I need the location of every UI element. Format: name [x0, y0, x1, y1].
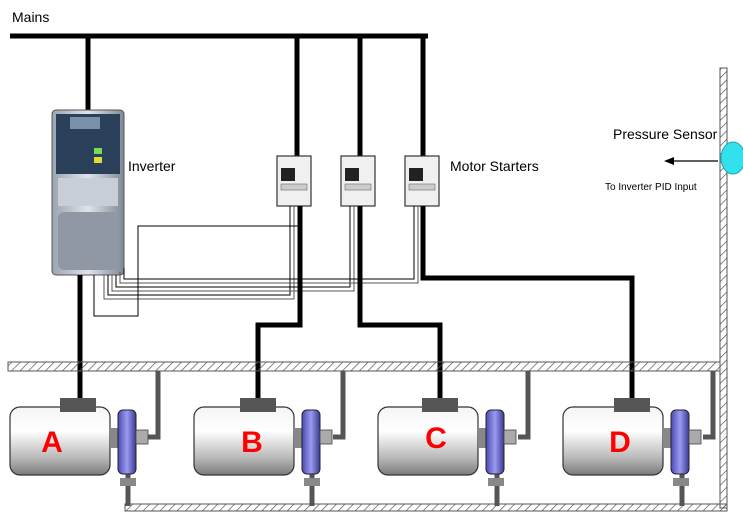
- discharge-a: [148, 371, 161, 440]
- discharge-d: [703, 371, 716, 440]
- pipe-header: [7, 361, 721, 372]
- motor-a-letter: A: [41, 426, 63, 459]
- motor-b-letter: B: [241, 426, 263, 459]
- motor-d: D: [562, 398, 702, 486]
- pid-arrow-head: [664, 157, 674, 165]
- motor-starter-3: [404, 155, 440, 207]
- starter3-to-motor-d: [420, 206, 635, 398]
- discharge-c: [518, 371, 531, 440]
- motor-d-letter: D: [609, 426, 631, 459]
- motor-starters-label: Motor Starters: [450, 158, 539, 174]
- motor-starter-2: [340, 155, 376, 207]
- inverter-label: Inverter: [128, 158, 176, 174]
- pressure-sensor: [720, 141, 743, 175]
- pipe-bottom: [124, 503, 728, 512]
- motor-starter-1: [276, 155, 312, 207]
- motor-b: B: [193, 398, 333, 486]
- inverter-unit: [51, 109, 125, 276]
- motor-a: A: [9, 398, 149, 486]
- mains-label: Mains: [12, 9, 49, 25]
- pid-input-label: To Inverter PID Input: [605, 182, 697, 193]
- discharge-b: [333, 371, 346, 440]
- motor-c: C: [377, 398, 517, 486]
- pressure-sensor-label: Pressure Sensor: [613, 126, 718, 142]
- control-wires: [93, 206, 419, 317]
- pipe-riser: [719, 67, 728, 509]
- motor-c-letter: C: [425, 422, 447, 455]
